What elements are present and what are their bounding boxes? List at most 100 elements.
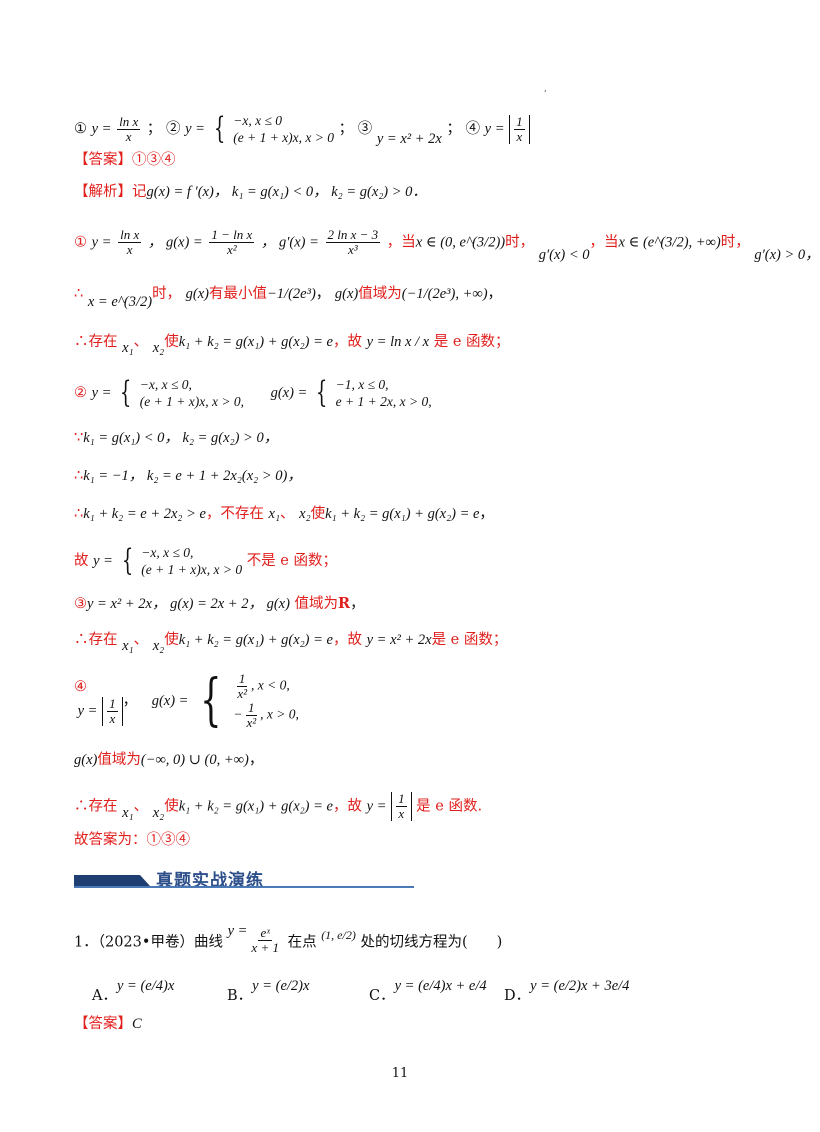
q-prefix-3: ③ [357, 121, 373, 137]
answer-value: C [132, 1016, 142, 1032]
q-formula-3: y = x² + 2x [376, 131, 442, 147]
math-ineq-2: g′(x) > 0， [754, 246, 820, 263]
math-g-2: ， g(x) [248, 596, 290, 612]
comma-end: ， [487, 286, 503, 302]
analysis-intro: 【解析】记g(x) = f ′(x)， k₁ = g(x₁) < 0， k₂ =… [74, 182, 427, 202]
math-text: k₁ = −1， k₂ = e + 1 + 2x₂(x₂ > 0)， [83, 468, 302, 484]
math-range: (−∞, 0) ∪ (0, +∞) [140, 752, 249, 768]
math-interval-2: x ∈ (e^(3/2), +∞) [618, 234, 721, 251]
math-x2: x₂ [152, 638, 165, 654]
text-gu: ，故 [332, 632, 362, 648]
text-shi: 时， [152, 286, 182, 302]
therefore-symbol: ∴ [74, 286, 84, 302]
text-is-e: 是 e 函数； [433, 334, 510, 350]
problem-number: 1． [74, 934, 98, 951]
q-sep-2: ； [338, 121, 354, 137]
text-dun: 、 [133, 798, 149, 815]
analysis-label: 【解析】 [74, 184, 132, 200]
q-prefix-2: ② [165, 121, 181, 137]
math-g-2: g(x) [334, 286, 359, 302]
option-a: A．y = (e/4)x [92, 978, 174, 1005]
option-c: C．y = (e/4)x + e/4 [369, 978, 487, 1005]
text-dun: 、 [133, 334, 149, 350]
q-y1: y = [91, 121, 116, 137]
text-at-point: 在点 [287, 934, 317, 951]
text-shi: 使 [164, 798, 179, 815]
text-shi: 使 [164, 632, 179, 648]
cases-g: −1, x ≤ 0,e + 1 + 2x, x > 0, [335, 377, 432, 409]
q-sep-3: ； [446, 121, 461, 137]
math-y: y = [227, 922, 248, 939]
analysis-line-13: ∴存在 x₁、 x₂使k₁ + k₂ = g(x₁) + g(x₂) = e，故… [74, 792, 482, 821]
math-y: y = x² + 2x [366, 632, 432, 648]
q-prefix-4: ④ [465, 121, 481, 137]
problem-tail: 处的切线方程为( ) [360, 934, 503, 951]
answer-line: 【答案】①③④ [74, 150, 176, 170]
math-eq-2: k₁ + k₂ = g(x₁) + g(x₂) = e [325, 506, 480, 522]
math-min-value: −1/(2e³) [267, 286, 316, 302]
analysis-line-12: g(x)值域为(−∞, 0) ∪ (0, +∞)， [74, 750, 263, 770]
item-number: ① [74, 234, 87, 251]
math-g: g(x) [74, 752, 98, 768]
math-eq: k₁ + k₂ = g(x₁) + g(x₂) = e [178, 334, 333, 350]
text-not-exist: ，不存在 [205, 506, 264, 522]
comma-end: ， [350, 596, 365, 612]
option-d: D．y = (e/2)x + 3e/4 [504, 978, 629, 1005]
math-y: y = [91, 234, 112, 251]
analysis-line-9: ③y = x² + 2x， g(x) = 2x + 2， g(x) 值域为R， [74, 594, 365, 614]
math-eq: k₁ + k₂ = e + 2x₂ > e [83, 506, 206, 522]
q-cases-2: −x, x ≤ 0(e + 1 + x)x, x > 0 [233, 113, 335, 145]
math-x1: x₁ [122, 804, 134, 821]
text-gu: ，故 [332, 334, 362, 350]
math-ineq-1: g′(x) < 0 [538, 246, 590, 263]
text-dun: 、 [280, 506, 295, 522]
therefore-symbol: ∴ [74, 506, 84, 522]
text-shi-2: 时， [720, 234, 750, 251]
analysis-line-8: 故 y = { −x, x ≤ 0,(e + 1 + x)x, x > 0 不是… [74, 544, 337, 578]
brace-symbol: { [200, 668, 222, 733]
section-banner: 真题实战演练 [74, 866, 414, 891]
comma: ， [122, 693, 138, 709]
math-x-value: x = e^(3/2) [87, 294, 153, 310]
math-x2: x₂ [299, 506, 311, 522]
math-y: y = [91, 385, 112, 401]
analysis-final: 故答案为：①③④ [74, 832, 190, 848]
math-gprime: ， g′(x) = [260, 234, 319, 251]
text-exists: ∴存在 [74, 334, 118, 350]
analysis-line-5: ∵k₁ = g(x₁) < 0， k₂ = g(x₂) > 0， [74, 428, 278, 448]
math-g: g(x) [185, 286, 210, 302]
option-math: y = (e/2)x + 3e/4 [530, 978, 630, 994]
math-y: y = [93, 553, 113, 569]
because-symbol: ∵ [74, 430, 84, 446]
cases-y: −x, x ≤ 0,(e + 1 + x)x, x > 0, [139, 377, 244, 409]
analysis-line-4: ② y = { −x, x ≤ 0,(e + 1 + x)x, x > 0, g… [74, 376, 432, 410]
q-sep-1: ； [146, 121, 162, 137]
text-range: 值域为 [294, 596, 339, 612]
analysis-line-3: ∴存在 x₁、 x₂使k₁ + k₂ = g(x₁) + g(x₂) = e，故… [74, 332, 510, 356]
math-x1: x₁ [122, 340, 134, 356]
q-y2: y = [185, 121, 205, 137]
math-y: y = ln x / x [366, 334, 430, 350]
math-x2: x₂ [152, 340, 165, 356]
text-when-2: ，当 [589, 234, 619, 251]
text-shi: 使 [164, 334, 179, 350]
text-gu: ，故 [332, 798, 362, 815]
option-label: C． [369, 988, 395, 1004]
analysis-intro-text: 记 [132, 184, 147, 200]
problem-source: （2023•甲卷）曲线 [97, 934, 223, 951]
option-label: B． [227, 988, 253, 1004]
math-x1: x₁ [268, 506, 281, 522]
text-exists: ∴存在 [74, 798, 118, 815]
math-range: (−1/(2e³), +∞) [401, 286, 488, 302]
math-g: ， g(x) = [147, 234, 203, 251]
text-is-e: 是 e 函数； [431, 632, 508, 648]
banner-bar [74, 875, 140, 886]
math-R: R [338, 595, 351, 612]
